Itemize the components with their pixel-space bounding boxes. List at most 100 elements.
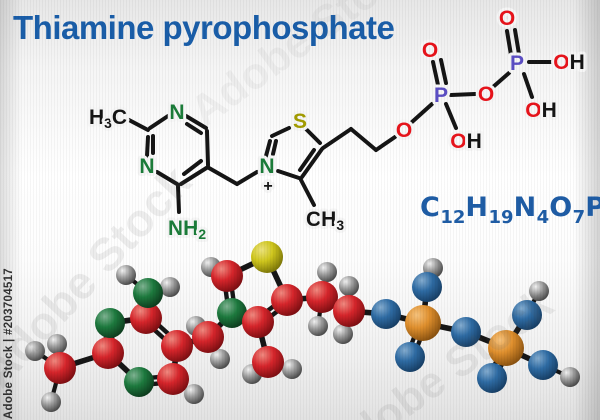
bond-2d <box>271 139 278 156</box>
atom-label-2d: O <box>478 83 494 106</box>
atom-3d-p <box>488 330 524 366</box>
bond-2d <box>127 118 150 132</box>
atom-label-2d: O <box>396 119 412 142</box>
bond-2d <box>431 60 440 87</box>
formula-element: O <box>549 192 573 223</box>
formula-element: N <box>513 192 537 223</box>
atom-3d-o <box>512 300 542 330</box>
atom-label-2d: N <box>259 155 274 178</box>
atom-3d-c <box>157 363 189 395</box>
page-title: Thiamine pyrophosphate <box>13 9 395 46</box>
atom-3d-s <box>251 241 283 273</box>
atom-label-2d: CH3 <box>306 208 344 233</box>
formula-element: H <box>465 192 489 223</box>
atom-3d-c <box>252 346 284 378</box>
atom-3d-h <box>282 359 302 379</box>
bond-2d <box>513 28 521 56</box>
atom-3d-p <box>405 305 441 341</box>
bond-2d <box>505 29 513 57</box>
atom-3d-h <box>116 265 136 285</box>
bond-2d <box>207 166 239 186</box>
watermark-sidebar: Adobe Stock | #203704517 <box>3 267 15 419</box>
atom-3d-o <box>395 342 425 372</box>
formula-element: P <box>585 192 600 223</box>
atom-3d-n <box>124 367 154 397</box>
atom-3d-h <box>339 276 359 296</box>
atom-3d-h <box>560 367 580 387</box>
atom-3d-o <box>451 317 481 347</box>
bond-2d <box>184 114 208 130</box>
atom-3d-c <box>161 330 193 362</box>
atom-3d-o <box>528 350 558 380</box>
atom-label-2d: OH <box>450 130 482 153</box>
bond-2d <box>522 72 534 99</box>
atom-3d-h <box>41 392 61 412</box>
atom-label-2d: P <box>510 52 524 75</box>
bond-2d <box>155 170 179 186</box>
bond-2d <box>299 178 316 207</box>
atom-3d-c <box>333 295 365 327</box>
bond-2d <box>182 159 203 176</box>
atom-3d-h <box>529 281 549 301</box>
atom-label-2d: + <box>263 178 272 195</box>
atom-3d-n <box>95 308 125 338</box>
formula-subscript: 4 <box>536 207 550 228</box>
atom-label-2d: O <box>499 7 515 30</box>
atom-3d-n <box>133 278 163 308</box>
atom-3d-c <box>211 260 243 292</box>
atom-3d-c <box>271 284 303 316</box>
bond-2d <box>491 71 511 89</box>
atom-3d-n <box>217 298 247 328</box>
bond-2d <box>449 92 477 97</box>
bond-2d <box>179 165 210 186</box>
atom-3d-o <box>412 272 442 302</box>
atom-label-2d: OH <box>525 99 557 122</box>
atom-3d-h <box>25 341 45 361</box>
molecular-formula: C12H19N4O7P2S <box>420 192 600 228</box>
atom-3d-h <box>210 349 230 369</box>
atom-label-2d: N <box>139 155 154 178</box>
bond-2d <box>304 127 322 145</box>
atom-label-2d: H3C <box>89 106 127 131</box>
formula-subscript: 12 <box>440 207 466 228</box>
bond-2d <box>300 147 324 179</box>
atom-label-2d: P <box>434 84 448 107</box>
atom-3d-c <box>306 281 338 313</box>
bond-2d <box>185 122 203 135</box>
formula-subscript: 19 <box>488 207 514 228</box>
atom-3d-c <box>92 337 124 369</box>
atom-label-2d: O <box>422 39 438 62</box>
atom-3d-o <box>371 299 401 329</box>
atom-label-2d: N <box>169 101 184 124</box>
atom-3d-c <box>192 321 224 353</box>
atom-3d-h <box>47 334 67 354</box>
atom-3d-c <box>130 302 162 334</box>
bond-2d <box>349 127 378 152</box>
atom-3d-h <box>317 262 337 282</box>
atom-label-2d: NH2 <box>168 217 206 242</box>
bond-2d <box>374 135 397 152</box>
bond-2d <box>205 129 210 167</box>
bond-2d <box>444 102 458 130</box>
bond-2d <box>148 114 170 130</box>
atom-label-2d: OH <box>553 51 585 74</box>
bond-2d <box>410 102 434 124</box>
bond-2d <box>298 148 316 172</box>
atom-3d-c <box>242 306 274 338</box>
atom-3d-h <box>333 324 353 344</box>
bond-2d <box>439 58 448 85</box>
atom-3d-c <box>44 352 76 384</box>
atom-3d-o <box>477 363 507 393</box>
bond-2d <box>264 139 272 158</box>
bond-2d <box>270 126 291 138</box>
bond-2d <box>276 169 301 180</box>
atom-3d-h <box>160 277 180 297</box>
bond-2d <box>145 135 150 158</box>
atom-3d-h <box>184 384 204 404</box>
bond-2d <box>321 127 353 150</box>
atom-3d-h <box>308 316 328 336</box>
bond-2d <box>176 184 181 214</box>
